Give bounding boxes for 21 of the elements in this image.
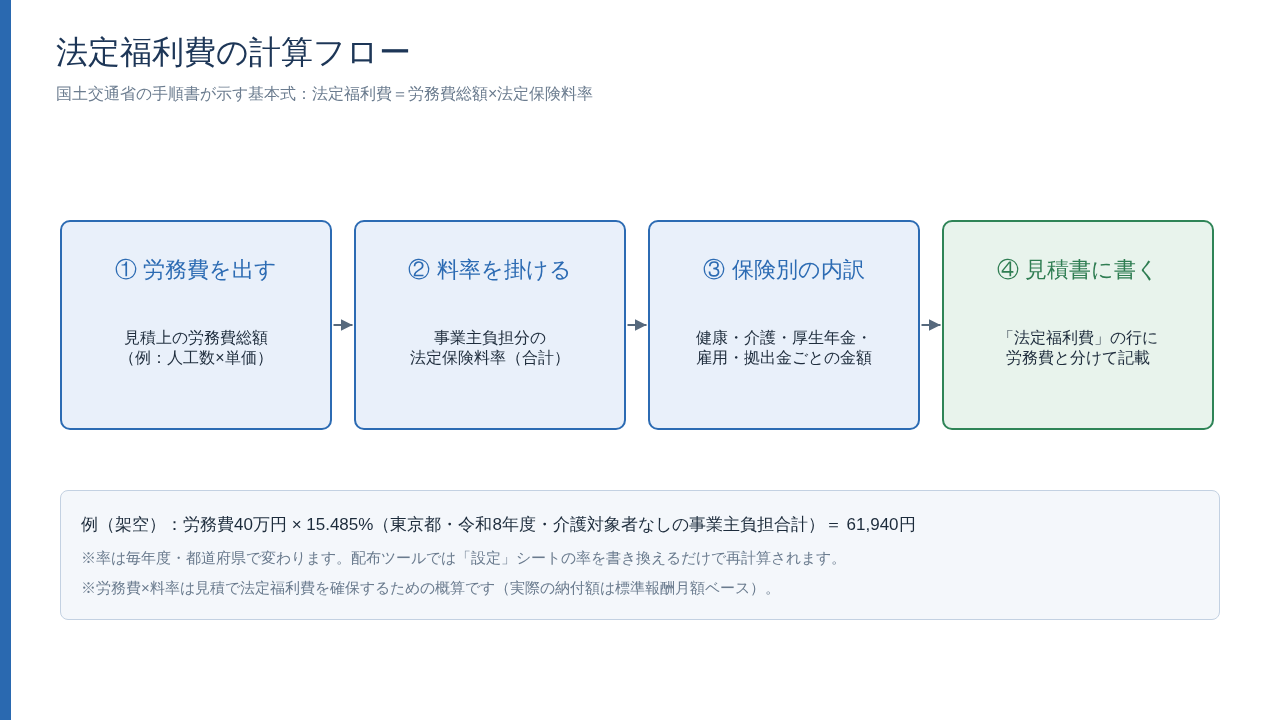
- note-text: ※労務費×料率は見積で法定福利費を確保するための概算です（実際の納付額は標準報酬月額ベース）。: [81, 578, 780, 598]
- subtitle: 国土交通省の手順書が示す基本式：法定福利費＝労務費総額×法定保険料率: [56, 84, 594, 104]
- step-heading: ① 労務費を出す: [114, 256, 278, 284]
- step-box: [942, 220, 1214, 430]
- step-description: 事業主負担分の法定保険料率（合計）: [410, 328, 570, 368]
- step-heading: ④ 見積書に書く: [996, 256, 1160, 284]
- step-box: [354, 220, 626, 430]
- arrow: [626, 319, 648, 331]
- step-box: [60, 220, 332, 430]
- example-calculation: 例（架空）：労務費40万円 × 15.485%（東京都・令和8年度・介護対象者なしの事業主負担合計）＝ 61,940円: [81, 514, 916, 536]
- step-description: 健康・介護・厚生年金・雇用・拠出金ごとの金額: [696, 328, 872, 368]
- note-text: ※率は毎年度・都道府県で変わります。配布ツールでは「設定」シートの率を書き換えるだけで再計算されます。: [81, 548, 846, 568]
- title: 法定福利費の計算フロー: [56, 33, 411, 72]
- step-description: 見積上の労務費総額（例：人工数×単価）: [119, 328, 273, 368]
- arrow: [332, 319, 354, 331]
- step-heading: ③ 保険別の内訳: [703, 256, 865, 284]
- step-heading: ② 料率を掛ける: [408, 256, 572, 284]
- note-panel: [60, 490, 1220, 620]
- step-description: 「法定福利費」の行に労務費と分けて記載: [998, 328, 1158, 368]
- arrow: [920, 319, 942, 331]
- step-box: [648, 220, 920, 430]
